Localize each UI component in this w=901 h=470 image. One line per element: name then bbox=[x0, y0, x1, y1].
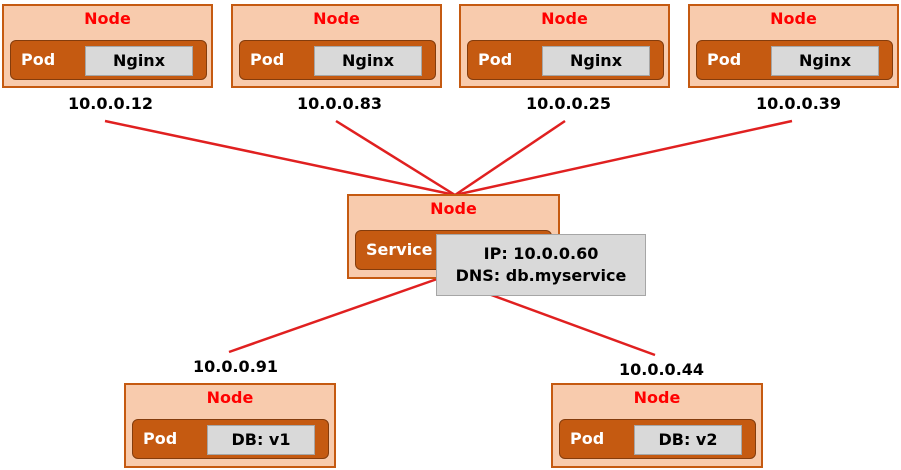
pod-label: Pod bbox=[707, 50, 742, 69]
service-ip: IP: 10.0.0.60 bbox=[483, 244, 599, 263]
pod: Pod DB: v1 bbox=[132, 419, 329, 459]
node-nginx-3: Node Pod Nginx bbox=[459, 4, 670, 88]
pod: Pod DB: v2 bbox=[559, 419, 756, 459]
node-title: Node bbox=[541, 9, 588, 28]
node-db-1: Node Pod DB: v1 bbox=[124, 383, 336, 468]
node-nginx-1: Node Pod Nginx bbox=[2, 4, 213, 88]
node-db-2: Node Pod DB: v2 bbox=[551, 383, 763, 468]
node-title: Node bbox=[633, 388, 681, 407]
pod-label: Pod bbox=[21, 50, 56, 69]
pod: Pod Nginx bbox=[10, 40, 207, 80]
service-dns: DNS: db.myservice bbox=[455, 266, 627, 285]
pod: Pod Nginx bbox=[467, 40, 664, 80]
service-label: Service bbox=[366, 240, 433, 259]
pod-ip: 10.0.0.91 bbox=[193, 357, 279, 376]
node-nginx-4: Node Pod Nginx bbox=[688, 4, 899, 88]
link-nginx-3 bbox=[454, 119, 566, 197]
node-title: Node bbox=[206, 388, 254, 407]
node-nginx-2: Node Pod Nginx bbox=[231, 4, 442, 88]
pod-app: Nginx bbox=[85, 46, 193, 76]
pod-label: Pod bbox=[250, 50, 285, 69]
pod-app: Nginx bbox=[314, 46, 422, 76]
node-title: Node bbox=[313, 9, 360, 28]
link-nginx-2 bbox=[335, 119, 456, 197]
node-title: Node bbox=[430, 199, 477, 218]
pod-app: Nginx bbox=[771, 46, 879, 76]
node-title: Node bbox=[770, 9, 817, 28]
node-title: Node bbox=[84, 9, 131, 28]
pod-app: Nginx bbox=[542, 46, 650, 76]
pod-label: Pod bbox=[143, 429, 178, 448]
pod: Pod Nginx bbox=[239, 40, 436, 80]
pod-ip: 10.0.0.83 bbox=[297, 94, 383, 113]
link-db-v1 bbox=[228, 276, 441, 354]
pod-label: Pod bbox=[570, 429, 605, 448]
pod-app: DB: v1 bbox=[207, 425, 315, 455]
link-nginx-4 bbox=[454, 119, 793, 197]
pod-ip: 10.0.0.44 bbox=[619, 360, 705, 379]
pod-ip: 10.0.0.39 bbox=[756, 94, 842, 113]
pod-ip: 10.0.0.12 bbox=[68, 94, 154, 113]
service-info: IP: 10.0.0.60 DNS: db.myservice bbox=[436, 234, 646, 296]
link-nginx-1 bbox=[104, 119, 456, 197]
pod-ip: 10.0.0.25 bbox=[526, 94, 612, 113]
pod: Pod Nginx bbox=[696, 40, 893, 80]
pod-label: Pod bbox=[478, 50, 513, 69]
pod-app: DB: v2 bbox=[634, 425, 742, 455]
